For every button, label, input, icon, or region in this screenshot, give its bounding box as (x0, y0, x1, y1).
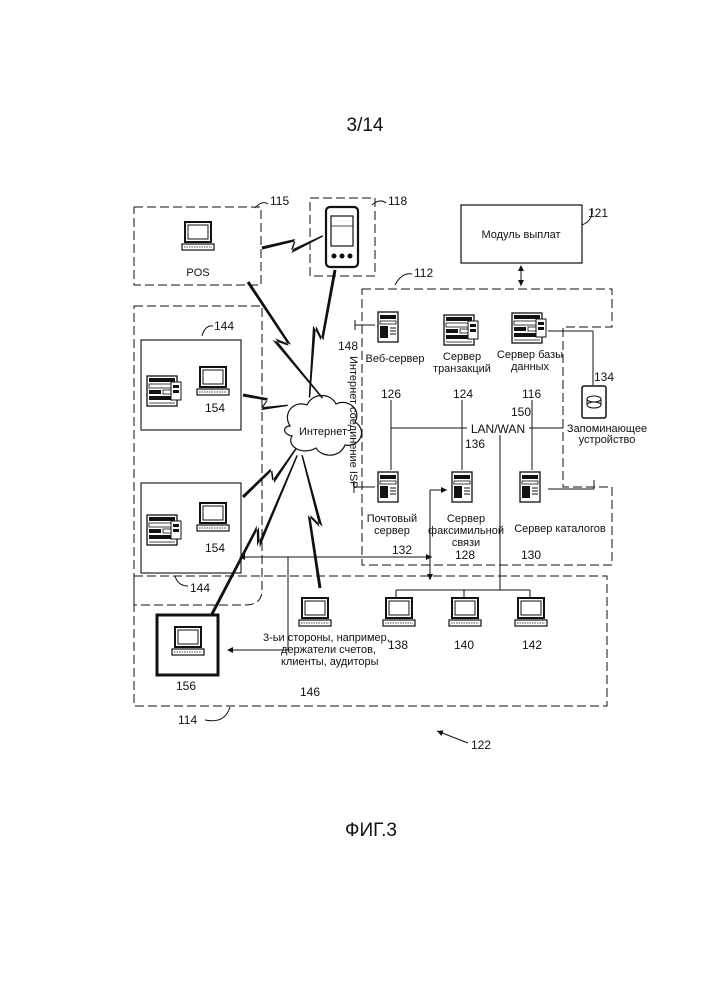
client-group-ref: 144 (214, 319, 234, 333)
web-server-icon (378, 312, 398, 342)
web-server-ref: 148 (338, 339, 358, 353)
lan-ref-116: 116 (522, 387, 541, 401)
transaction-server: Сервер транзакций (433, 315, 491, 375)
transaction-server-icon (444, 315, 478, 345)
third-party-monitor-icon (299, 598, 331, 626)
server-group-ref: 112 (414, 266, 433, 280)
link-pos-internet (239, 281, 325, 404)
link-client1-internet (241, 393, 289, 415)
terminal-138-ref: 138 (388, 638, 408, 652)
lan-ref-124: 124 (453, 387, 473, 401)
database-server: Сервер базы данных (497, 313, 563, 373)
lower-group-ref: 146 (300, 685, 320, 699)
storage-ref: 134 (594, 370, 614, 384)
third-party-workstation: 3-ьи стороны, например, держатели счетов… (263, 598, 390, 668)
mail-server: Почтовый сервер 132 (354, 472, 417, 557)
outer-ref-114: 114 (178, 713, 197, 727)
isp-connection-label: Интернет соединение ISP (347, 356, 359, 489)
client-2-ref: 154 (205, 541, 225, 555)
storage-icon (582, 386, 606, 418)
mail-server-icon (378, 472, 398, 502)
figure-caption: ФИГ.3 (345, 820, 397, 841)
wireless-link-pos-mobile (262, 233, 325, 259)
terminal-140-ref: 140 (454, 638, 474, 652)
mail-server-ref: 132 (392, 543, 412, 557)
mail-server-label-2: сервер (374, 525, 410, 537)
pos-ref: 115 (270, 194, 289, 208)
link-thirdparty-internet (299, 454, 331, 589)
catalog-server: Сервер каталогов 130 (514, 472, 606, 562)
terminal-140-icon (449, 598, 481, 626)
link-client2-internet (242, 446, 304, 505)
fax-server-ref: 128 (455, 548, 475, 562)
client-2-server-icon (147, 515, 181, 545)
workstation-156: 156 (157, 615, 218, 693)
transaction-server-label-1: Сервер (443, 351, 481, 363)
terminal-142-icon (515, 598, 547, 626)
client-1-server-icon (147, 376, 181, 406)
database-server-icon (512, 313, 546, 343)
terminal-142: 142 (515, 598, 547, 652)
database-server-label-1: Сервер базы (497, 349, 563, 361)
fax-server: Сервер факсимильной связи 128 (428, 472, 504, 562)
payout-module-label: Модуль выплат (481, 229, 560, 241)
pos-terminal-icon (182, 222, 214, 250)
payout-module-ref: 121 (588, 206, 608, 220)
transaction-server-label-2: транзакций (433, 363, 491, 375)
mobile-node: 118 (310, 194, 407, 276)
catalog-server-icon (520, 472, 540, 502)
payout-module: Модуль выплат 121 (461, 205, 608, 263)
client-2-workstation-icon (197, 503, 229, 531)
lan-wan-label: LAN/WAN (471, 422, 525, 436)
client-group: 144 144 154 154 (134, 306, 262, 605)
link-workstation156-internet (210, 454, 306, 619)
third-party-label-2: держатели счетов, (281, 644, 376, 656)
catalog-server-ref: 130 (521, 548, 541, 562)
workstation-156-ref: 156 (176, 679, 196, 693)
fax-server-label-1: Сервер (447, 513, 485, 525)
third-party-label-3: клиенты, аудиторы (281, 656, 379, 668)
web-server-label: Веб-сервер (366, 353, 425, 365)
terminal-140: 140 (449, 598, 481, 652)
pos-node: POS 115 (134, 194, 289, 285)
system-ref-122: 122 (471, 738, 491, 752)
fax-server-icon (452, 472, 472, 502)
catalog-server-label: Сервер каталогов (514, 523, 606, 535)
mail-server-label-1: Почтовый (367, 513, 417, 525)
client-1-workstation-icon (197, 367, 229, 395)
fax-server-label-2: факсимильной (428, 525, 504, 537)
mobile-phone-icon (326, 207, 358, 267)
terminal-bus (396, 590, 530, 598)
terminal-138: 138 (383, 598, 415, 652)
lan-ref-150: 150 (511, 405, 531, 419)
terminal-142-ref: 142 (522, 638, 542, 652)
third-party-label-1: 3-ьи стороны, например, (263, 632, 390, 644)
database-server-label-2: данных (511, 361, 550, 373)
lan-ref-126: 126 (381, 387, 401, 401)
lan-ref-136: 136 (465, 437, 485, 451)
mobile-ref: 118 (388, 194, 407, 208)
sheet-number: 3/14 (347, 115, 384, 136)
client-1-ref: 154 (205, 401, 225, 415)
system-ref: 122 (437, 731, 491, 752)
terminal-138-icon (383, 598, 415, 626)
internet-label: Интернет (299, 426, 347, 438)
storage-label-2: устройство (579, 434, 636, 446)
pos-label: POS (186, 267, 209, 279)
client-group-ref-bottom: 144 (190, 581, 210, 595)
